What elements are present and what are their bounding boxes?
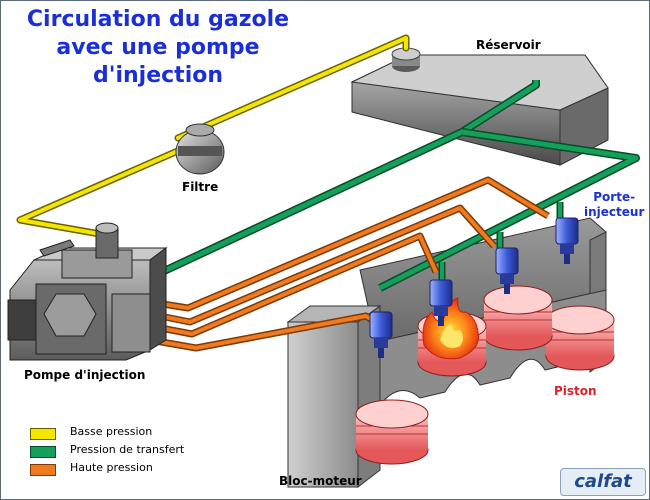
filter-label: Filtre	[182, 180, 219, 194]
legend-label-high-pressure: Haute pression	[70, 461, 153, 474]
injector-1	[369, 311, 393, 358]
title-line-2: avec une pompe	[56, 35, 260, 60]
high-pressure-lines	[149, 176, 550, 352]
legend-swatch-low-pressure	[30, 428, 56, 440]
legend-swatch-high-pressure	[30, 464, 56, 476]
legend-label-transfer-pressure: Pression de transfert	[70, 443, 185, 456]
engine-block-label: Bloc-moteur	[279, 474, 362, 488]
legend-label-low-pressure: Basse pression	[70, 425, 153, 438]
diagram-title: Circulation du gazole avec une pompe d'i…	[8, 6, 308, 90]
injector-4	[555, 217, 579, 264]
calfat-logo: calfat	[560, 468, 646, 496]
injector-3	[495, 247, 519, 294]
combustion-flame-icon	[422, 297, 480, 360]
piston-front	[355, 399, 429, 465]
piston-back	[483, 285, 553, 351]
title-line-3: d'injection	[92, 63, 224, 88]
title-line-1: Circulation du gazole	[26, 7, 290, 32]
injector-label-line-2: injecteur	[584, 205, 645, 219]
fuel-filter	[175, 123, 225, 175]
injector-label: Porte- injecteur	[584, 190, 644, 220]
piston-label: Piston	[554, 384, 597, 398]
legend-swatch-transfer-pressure	[30, 446, 56, 458]
injection-pump	[7, 222, 168, 361]
low-pressure-line	[16, 34, 410, 238]
reservoir-label: Réservoir	[476, 38, 541, 52]
fuel-tank	[350, 47, 609, 166]
injector-label-line-1: Porte-	[593, 190, 636, 204]
piston-back-right	[545, 305, 615, 371]
pump-label: Pompe d'injection	[24, 368, 146, 382]
injector-2	[429, 279, 453, 326]
